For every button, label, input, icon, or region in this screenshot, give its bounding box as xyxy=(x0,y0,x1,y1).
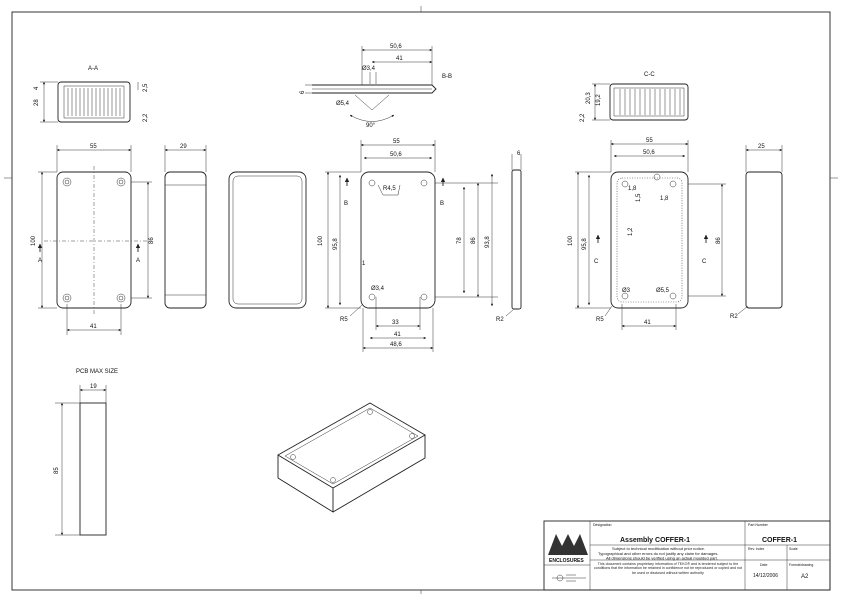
svg-text:78: 78 xyxy=(457,237,463,244)
svg-text:Ø3,4: Ø3,4 xyxy=(362,66,376,72)
svg-text:Scale: Scale xyxy=(789,547,798,551)
title-block: ENCLOSURES Désignation Assembly COFFER-1… xyxy=(543,520,831,591)
svg-text:95,8: 95,8 xyxy=(582,238,588,250)
svg-text:41: 41 xyxy=(394,332,401,338)
side-view-right: 25 R2 xyxy=(730,144,783,320)
sheet-border xyxy=(11,11,831,591)
svg-text:41: 41 xyxy=(644,320,651,326)
section-b-b: B-B 50,6 41 Ø3,4 6 Ø5,4 90° xyxy=(300,44,452,129)
svg-text:100: 100 xyxy=(31,235,37,246)
section-c-c: C-C 2,2 20,3 19,2 xyxy=(580,72,689,122)
svg-text:93,8: 93,8 xyxy=(485,236,491,248)
svg-text:Ø3: Ø3 xyxy=(622,288,631,294)
svg-text:2,5: 2,5 xyxy=(143,83,149,92)
svg-text:C: C xyxy=(702,259,707,265)
drawing-format: A2 xyxy=(801,574,809,580)
svg-text:6: 6 xyxy=(300,90,306,94)
section-title-cc: C-C xyxy=(644,72,655,78)
svg-text:1,5: 1,5 xyxy=(636,193,642,202)
svg-text:100: 100 xyxy=(568,235,574,246)
svg-text:25: 25 xyxy=(758,144,765,150)
svg-text:Subject to technical modificat: Subject to technical modification withou… xyxy=(612,546,705,551)
section-title-bb: B-B xyxy=(442,74,452,80)
legal-notice: This document contains proprietary infor… xyxy=(593,562,743,575)
svg-text:86: 86 xyxy=(471,237,477,244)
svg-text:C: C xyxy=(594,259,599,265)
svg-text:85: 85 xyxy=(54,467,60,474)
svg-text:R4,5: R4,5 xyxy=(383,186,396,192)
svg-text:Typographical and other errors: Typographical and other errors do not ju… xyxy=(598,551,719,556)
svg-text:4: 4 xyxy=(34,86,40,90)
drawing-date: 14/12/2006 xyxy=(753,573,778,579)
svg-text:86: 86 xyxy=(716,237,722,244)
svg-text:1,8: 1,8 xyxy=(660,196,669,202)
svg-text:Date: Date xyxy=(760,563,767,567)
svg-text:50,6: 50,6 xyxy=(390,44,402,50)
svg-text:48,6: 48,6 xyxy=(390,342,402,348)
drawing-title: Assembly COFFER-1 xyxy=(620,537,690,544)
svg-text:Ø3,4: Ø3,4 xyxy=(371,286,385,292)
lid-top-view xyxy=(228,171,307,309)
svg-text:A: A xyxy=(136,258,140,264)
part-number: COFFER-1 xyxy=(762,537,797,544)
front-view: 55 41 100 86 A A xyxy=(31,144,155,335)
section-title-aa: A-A xyxy=(88,66,98,72)
svg-text:1: 1 xyxy=(362,261,366,267)
svg-text:Désignation: Désignation xyxy=(593,523,612,527)
svg-text:33: 33 xyxy=(392,320,399,326)
svg-text:19,2: 19,2 xyxy=(596,94,602,106)
svg-text:R5: R5 xyxy=(596,317,604,323)
svg-text:95,8: 95,8 xyxy=(333,238,339,250)
svg-text:R2: R2 xyxy=(496,317,504,323)
brand-logo xyxy=(548,534,588,555)
svg-text:20,3: 20,3 xyxy=(586,92,592,104)
svg-text:R2: R2 xyxy=(730,314,738,320)
svg-text:50,6: 50,6 xyxy=(643,150,655,156)
svg-text:100: 100 xyxy=(318,235,324,246)
svg-text:55: 55 xyxy=(90,144,97,150)
svg-text:41: 41 xyxy=(396,56,403,62)
pcb-max-size: PCB MAX SIZE 19 85 xyxy=(54,369,118,536)
svg-text:19: 19 xyxy=(90,384,97,390)
svg-text:All dimensions should be verif: All dimensions should be verified using … xyxy=(606,556,718,561)
section-a-a: A-A 28 4 2,5 2,2 xyxy=(34,66,149,123)
svg-text:Rev. index: Rev. index xyxy=(748,547,765,551)
svg-text:1,2: 1,2 xyxy=(628,227,634,236)
svg-text:1,8: 1,8 xyxy=(628,186,637,192)
svg-text:Ø5,5: Ø5,5 xyxy=(656,288,670,294)
svg-text:Part Number: Part Number xyxy=(748,523,769,527)
svg-text:2,2: 2,2 xyxy=(143,113,149,122)
svg-text:B: B xyxy=(344,201,348,207)
svg-text:41: 41 xyxy=(90,324,97,330)
svg-text:90°: 90° xyxy=(366,123,376,129)
svg-text:Format/drawing: Format/drawing xyxy=(789,563,813,567)
svg-text:29: 29 xyxy=(180,144,187,150)
svg-text:55: 55 xyxy=(646,138,653,144)
isometric-view xyxy=(277,402,426,513)
svg-text:A: A xyxy=(38,258,42,264)
side-view-left: 29 xyxy=(164,144,207,309)
pcb-view: 55 50,6 1,8 1,8 1,5 1,2 100 95,8 86 Ø3 Ø… xyxy=(568,138,726,330)
svg-text:R5: R5 xyxy=(340,317,348,323)
svg-text:6: 6 xyxy=(517,151,521,157)
svg-text:B: B xyxy=(440,201,444,207)
svg-text:55: 55 xyxy=(393,139,400,145)
svg-text:86: 86 xyxy=(149,237,155,244)
svg-text:Ø5,4: Ø5,4 xyxy=(336,101,350,107)
pcb-max-title: PCB MAX SIZE xyxy=(76,369,118,375)
svg-text:50,6: 50,6 xyxy=(390,152,402,158)
inner-view: R4,5 55 50,6 100 95,8 78 86 93,8 1 Ø3,4 … xyxy=(318,139,522,352)
svg-text:2,2: 2,2 xyxy=(580,113,586,122)
brand-name: ENCLOSURES xyxy=(549,558,584,564)
svg-text:28: 28 xyxy=(34,99,40,106)
